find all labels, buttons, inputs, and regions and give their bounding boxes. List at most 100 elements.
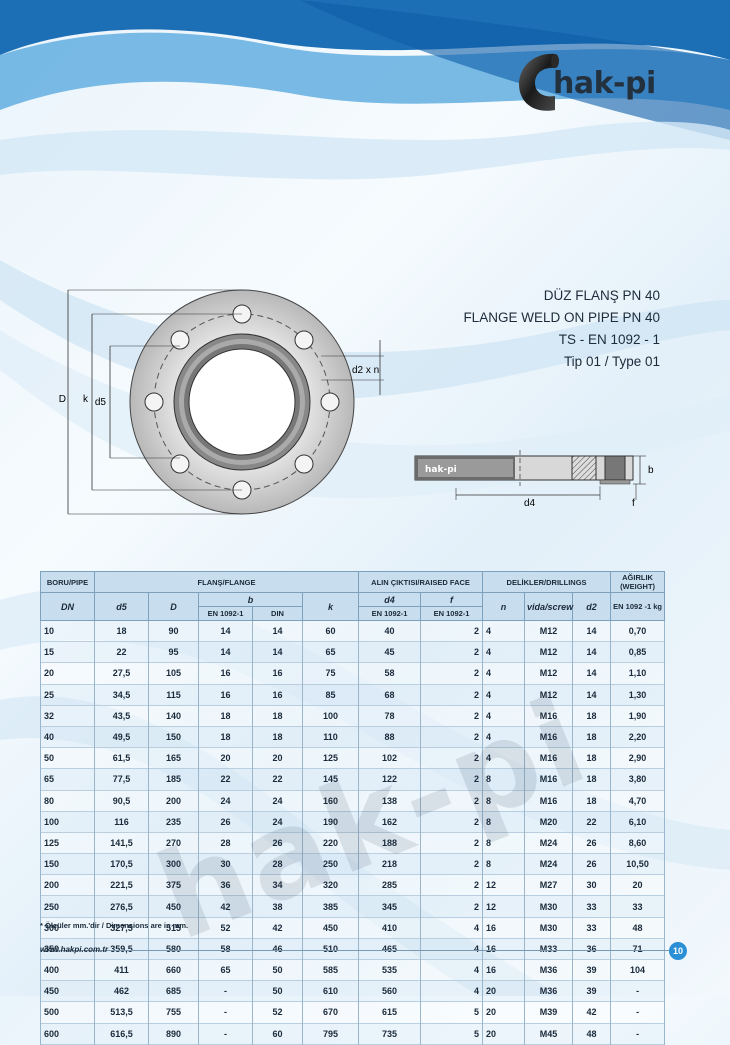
table-cell: 327,5 [94, 917, 149, 939]
table-cell: 2,20 [610, 726, 666, 748]
table-cell: 18 [198, 705, 253, 727]
table-cell: 20 [252, 747, 303, 769]
table-cell: 795 [301, 1023, 360, 1045]
title-line-3: TS - EN 1092 - 1 [558, 332, 660, 347]
table-cell: 36 [198, 874, 253, 896]
table-cell: 18 [572, 768, 612, 790]
header-drillings: DELİKLER/DRILLINGS [482, 571, 612, 593]
table-cell: M27 [524, 874, 574, 896]
table-cell: 450 [148, 895, 199, 918]
label-b: b [648, 465, 654, 476]
table-cell: 2 [420, 874, 484, 896]
table-cell: 400 [40, 959, 95, 981]
table-cell: - [198, 980, 253, 1002]
table-cell: 250 [301, 853, 360, 875]
table-cell: 190 [301, 811, 360, 833]
dimensions-note: * Ölçüler mm.'dir / Dimensions are in mm… [40, 921, 189, 930]
table-cell: 450 [40, 980, 95, 1002]
table-cell: 600 [40, 1023, 95, 1045]
table-cell: 78 [358, 705, 422, 727]
table-cell: 350 [40, 938, 95, 960]
table-cell: 15 [40, 641, 95, 663]
table-cell: 235 [148, 811, 199, 833]
table-cell: 30 [198, 853, 253, 875]
title-line-2: FLANGE WELD ON PIPE PN 40 [463, 310, 660, 325]
table-cell: 2 [420, 620, 484, 642]
page-number-badge: 10 [669, 942, 687, 960]
table-cell: 38 [252, 895, 303, 918]
table-cell: 20 [40, 662, 95, 685]
table-cell: 18 [572, 705, 612, 727]
table-cell: 218 [358, 853, 422, 875]
table-cell: 2 [420, 641, 484, 663]
table-cell: 80 [40, 790, 95, 812]
table-cell: 610 [301, 980, 360, 1002]
table-cell: 22 [252, 768, 303, 790]
table-cell: 162 [358, 811, 422, 833]
table-cell: 65 [198, 959, 253, 981]
flange-front-view: D k d5 d2 x n [59, 289, 384, 515]
table-cell: 2 [420, 768, 484, 790]
table-cell: 88 [358, 726, 422, 748]
table-cell: 4 [482, 641, 526, 663]
sub-b-en: EN 1092-1 [198, 606, 253, 621]
table-cell: 27,5 [94, 662, 149, 685]
product-titles: DÜZ FLANŞ PN 40 FLANGE WELD ON PIPE PN 4… [463, 285, 660, 373]
table-cell: 200 [148, 790, 199, 812]
flange-drawing: D k d5 d2 x n hak-pi d4 b f [59, 289, 654, 515]
table-cell: 60 [252, 1023, 303, 1045]
table-cell: 14 [572, 684, 612, 706]
table-cell: 45 [358, 641, 422, 663]
table-cell: - [610, 1001, 666, 1024]
table-cell: M16 [524, 768, 574, 790]
table-cell: 14 [572, 620, 612, 642]
table-cell: 140 [148, 705, 199, 727]
table-cell: 40 [40, 726, 95, 748]
table-cell: 14 [198, 641, 253, 663]
table-cell: 48 [572, 1023, 612, 1045]
col-d4: d4 [358, 592, 422, 607]
table-cell: 560 [358, 980, 422, 1002]
table-cell: 2,90 [610, 747, 666, 769]
table-cell: 375 [148, 874, 199, 896]
table-cell: 3,80 [610, 768, 666, 790]
table-cell: 1,30 [610, 684, 666, 706]
table-cell: 500 [40, 1001, 95, 1024]
c-elbow-icon [519, 53, 559, 111]
table-cell: 14 [198, 620, 253, 642]
footer-url[interactable]: www.hakpi.com.tr [40, 945, 109, 954]
table-cell: 16 [482, 917, 526, 939]
table-cell: 52 [252, 1001, 303, 1024]
table-cell: 615 [358, 1001, 422, 1024]
table-cell: 14 [252, 641, 303, 663]
table-cell: 20 [198, 747, 253, 769]
table-cell: 42 [252, 917, 303, 939]
table-cell: 270 [148, 832, 199, 854]
table-cell: 200 [40, 874, 95, 896]
title-line-1: DÜZ FLANŞ PN 40 [543, 288, 660, 303]
table-cell: 2 [420, 853, 484, 875]
table-cell: 660 [148, 959, 199, 981]
table-cell: 50 [252, 980, 303, 1002]
table-cell: 300 [148, 853, 199, 875]
table-cell: 26 [252, 832, 303, 854]
table-cell: 32 [40, 705, 95, 727]
table-cell: 28 [198, 832, 253, 854]
table-cell: 24 [252, 811, 303, 833]
dimension-table: BORU/PIPE FLANŞ/FLANGE ALIN ÇIKTISI/RAIS… [40, 571, 666, 1045]
table-cell: 18 [94, 620, 149, 642]
table-cell: 8 [482, 832, 526, 854]
table-cell: 42 [572, 1001, 612, 1024]
table-cell: 20 [482, 1001, 526, 1024]
table-cell: 20 [482, 1023, 526, 1045]
table-cell: 345 [358, 895, 422, 918]
